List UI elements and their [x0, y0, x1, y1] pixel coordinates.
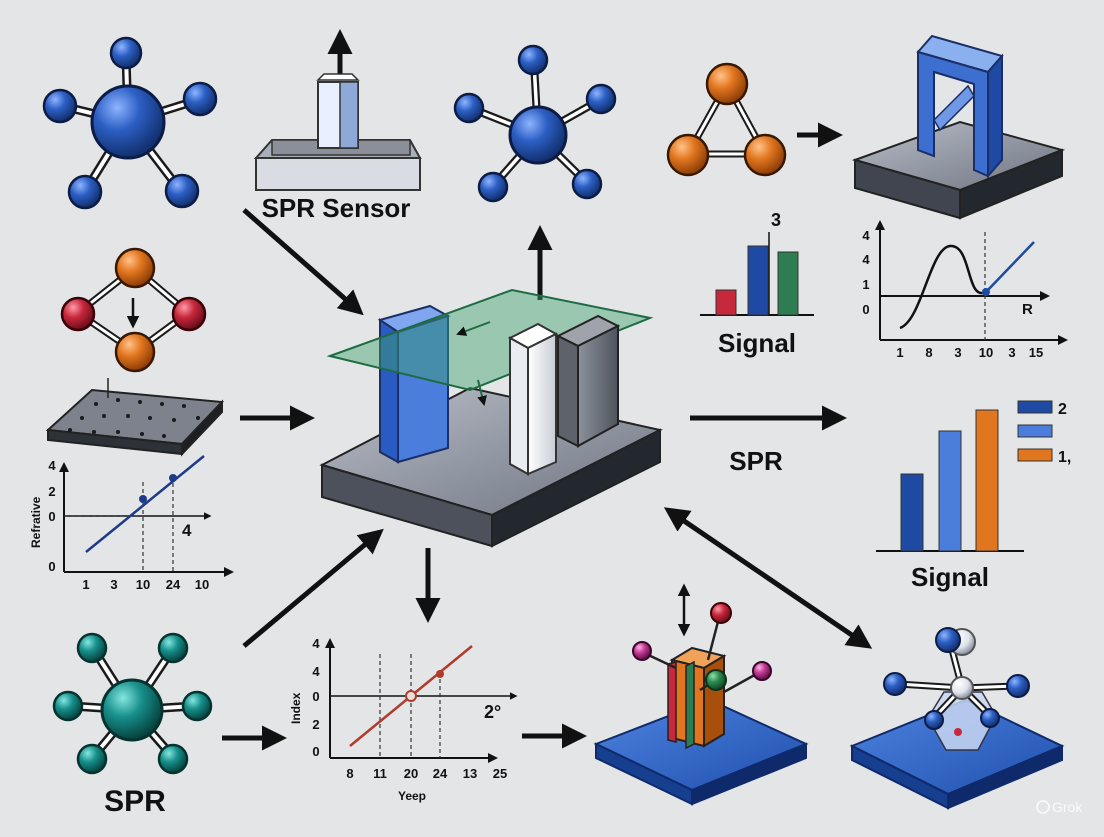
bar-dark-blue: [900, 473, 924, 552]
orange-triangle-molecule: [666, 62, 787, 177]
teal-molecule: [52, 632, 213, 775]
arrow-into-center: [242, 208, 364, 316]
bar-orange: [975, 409, 999, 552]
line-chart-bottom: Index 4 4 0 2 0 8 11 20 24 13 25 Yeep 2°: [289, 636, 518, 803]
y-tick: 0: [48, 509, 55, 524]
signal-bar-chart-top: 3: [700, 210, 814, 316]
y-tick: 4: [862, 252, 870, 267]
blue-frame-platform: [851, 34, 1066, 220]
response-curve: [899, 244, 987, 330]
spr-sensor-device: [253, 29, 422, 191]
bar-blue: [747, 245, 769, 316]
signal-bar-chart-right: 2 1,: [876, 400, 1071, 552]
y-axis-label: Refrative: [29, 496, 43, 548]
x-tick: 15: [1029, 345, 1043, 360]
x-tick: 20: [404, 766, 418, 781]
y-tick: 1: [862, 277, 869, 292]
y-axis-label: Index: [289, 692, 303, 724]
center-sensor-platform: [319, 288, 663, 548]
legend-label: 2: [1058, 401, 1067, 418]
x-tick: 13: [463, 766, 477, 781]
blue-molecule-top-left: [42, 36, 218, 210]
bar-light-blue: [938, 430, 962, 552]
watermark-icon: [1036, 800, 1050, 814]
x-tick: 11: [373, 766, 387, 781]
signal-label-right: Signal: [911, 562, 989, 592]
x-tick: 10: [195, 577, 209, 592]
binding-platform: [593, 583, 809, 806]
annotation-r: R: [1022, 301, 1033, 318]
legend-label: 1,: [1058, 449, 1071, 466]
x-tick: 24: [166, 577, 181, 592]
x-tick: 24: [433, 766, 448, 781]
signal-number: 3: [771, 210, 781, 230]
complex-platform: [849, 627, 1065, 810]
x-tick: 10: [979, 345, 993, 360]
y-tick: 4: [312, 664, 320, 679]
watermark: Grok: [1052, 799, 1083, 815]
y-tick: 4: [312, 636, 320, 651]
legend-swatch-light-blue: [1017, 424, 1053, 438]
y-tick: 2: [312, 717, 319, 732]
diamond-molecule: [60, 247, 207, 373]
line-chart-left: Refrative 4 2 0 0 1 3 10 24 10 4: [29, 455, 234, 592]
x-tick: 3: [110, 577, 117, 592]
x-tick: 25: [493, 766, 507, 781]
x-tick: 10: [136, 577, 150, 592]
annotation-4: 4: [182, 521, 192, 540]
blue-molecule-top-center: [453, 44, 617, 203]
y-tick: 0: [862, 302, 869, 317]
y-tick: 0: [48, 559, 55, 574]
arrow-from-spr: [242, 528, 384, 648]
y-tick: 4: [48, 458, 56, 473]
x-tick: 1: [82, 577, 89, 592]
x-tick: 3: [1008, 345, 1015, 360]
x-tick: 1: [896, 345, 903, 360]
legend-swatch-dark-blue: [1017, 400, 1053, 414]
sensor-chip: [45, 378, 225, 457]
spr-label-middle: SPR: [729, 446, 783, 476]
bar-green: [777, 251, 799, 316]
bar-red: [715, 289, 737, 316]
spr-label-bottom: SPR: [104, 785, 166, 818]
annotation-2: 2°: [484, 702, 501, 722]
x-tick: 8: [346, 766, 353, 781]
curve-chart-top-right: 4 4 1 0 1 8 3 10 3 15 R: [862, 220, 1068, 360]
trend-line: [85, 455, 205, 553]
y-tick: 4: [862, 228, 870, 243]
y-tick: 0: [312, 744, 319, 759]
spr-sensor-label: SPR Sensor: [262, 193, 411, 223]
y-tick: 0: [312, 689, 319, 704]
x-tick: 8: [925, 345, 932, 360]
y-tick: 2: [48, 484, 55, 499]
double-arrow: [663, 507, 873, 649]
signal-label-top: Signal: [718, 328, 796, 358]
x-tick: 3: [954, 345, 961, 360]
x-axis-label: Yeep: [398, 789, 426, 803]
green-film: [326, 288, 654, 392]
linear-segment: [985, 241, 1035, 293]
legend-swatch-orange: [1017, 448, 1053, 462]
